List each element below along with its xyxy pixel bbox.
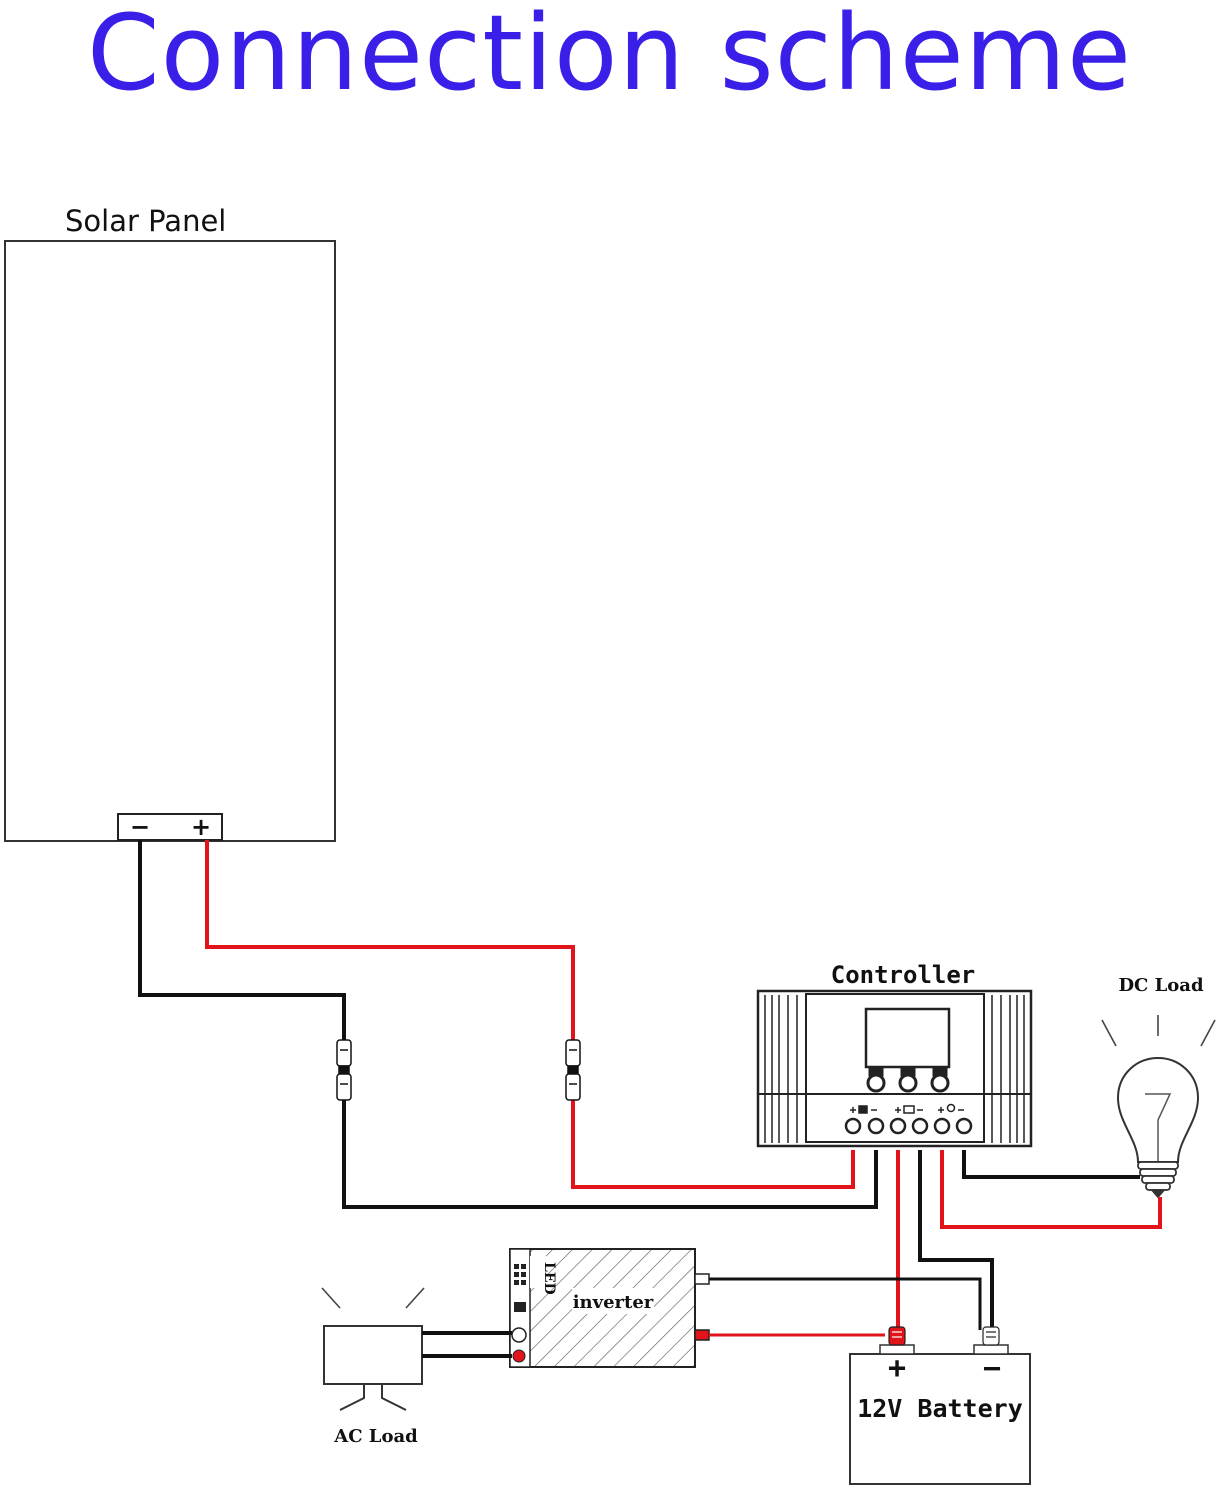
ac-load-monitor-icon (323, 1325, 423, 1385)
load-terminal-icon (946, 1103, 956, 1113)
inverter-negative-wire (709, 1277, 982, 1330)
panel-minus-terminal: − (130, 813, 150, 841)
controller-display (864, 1007, 951, 1069)
ac-load-device: AC Load (321, 1287, 425, 1447)
solar-panel-body (4, 240, 336, 842)
solar-panel-label: Solar Panel (65, 204, 226, 238)
ac-load-wires (422, 1331, 512, 1358)
power-indicator-icon (512, 1349, 526, 1363)
battery-minus-symbol: − (983, 1351, 1001, 1386)
dc-load-positive-wire (940, 1150, 1162, 1229)
diagram-title: Connection scheme (86, 0, 1133, 114)
charge-controller: Controller (756, 961, 1033, 1148)
panel-positive-wire (205, 840, 855, 1189)
panel-plus-terminal: + (191, 813, 211, 841)
dc-load-label: DC Load (1118, 975, 1204, 996)
mc4-connector-positive (565, 1039, 581, 1101)
inverter-led-label: LED (541, 1262, 557, 1295)
controller-knob-icon (866, 1073, 886, 1093)
controller-knob-icon (930, 1073, 950, 1093)
battery-terminal-icon (903, 1105, 915, 1114)
solar-terminal-icon (858, 1105, 868, 1114)
ac-load-label: AC Load (333, 1426, 418, 1447)
battery-label: 12V Battery (857, 1394, 1023, 1423)
battery-positive-clamp (888, 1326, 906, 1346)
bulb-glass-icon (1116, 1056, 1200, 1163)
battery-12v: + − 12V Battery (849, 1326, 1031, 1485)
controller-label: Controller (831, 961, 976, 989)
battery-plus-symbol: + (888, 1351, 906, 1386)
solar-panel: Solar Panel − + (4, 204, 336, 842)
mc4-connector-negative (336, 1039, 352, 1101)
dc-load-bulb: DC Load (1101, 975, 1216, 1199)
dc-load-negative-wire (962, 1150, 1140, 1179)
battery-negative-wire (918, 1150, 994, 1330)
battery-negative-clamp (982, 1326, 1000, 1346)
controller-knob-icon (898, 1073, 918, 1093)
bulb-base-icon (1137, 1161, 1179, 1199)
inverter: LED inverter (509, 1248, 710, 1368)
inverter-label: inverter (573, 1292, 654, 1313)
panel-negative-wire (138, 840, 878, 1209)
panel-junction-box: − + (117, 813, 223, 841)
ac-outlet-icon (511, 1327, 527, 1343)
